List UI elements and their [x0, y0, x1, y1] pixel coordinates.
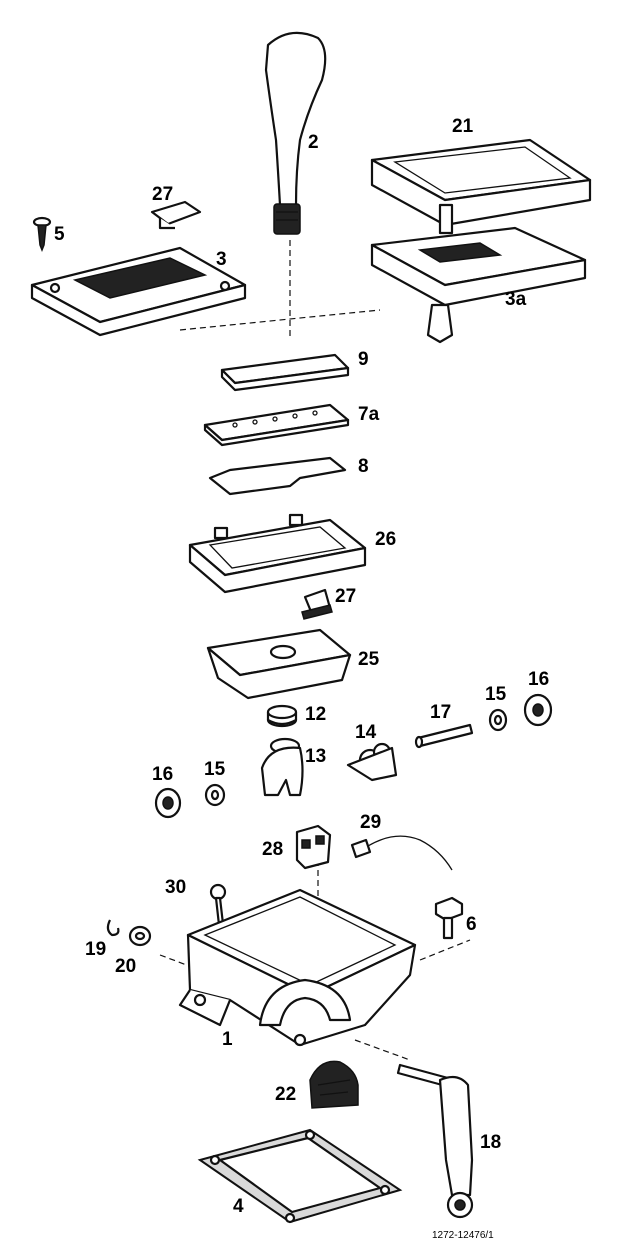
indicator-plate-7a-part: [203, 403, 350, 447]
spring-14-part: [346, 742, 398, 782]
label-15-left: 15: [204, 759, 226, 780]
label-7a: 7a: [358, 404, 380, 425]
label-14: 14: [355, 722, 377, 743]
label-1: 1: [222, 1029, 233, 1050]
gasket-frame-4-part: [197, 1128, 403, 1224]
selector-plate-3-part: [30, 246, 247, 337]
label-28: 28: [262, 839, 283, 860]
selector-plate-3a-part: [370, 226, 587, 344]
drawing-reference: 1272-12476/1: [432, 1230, 494, 1241]
cover-strip-9-part: [220, 353, 350, 392]
clip-top-part: [150, 200, 202, 230]
label-18: 18: [480, 1132, 501, 1153]
damper-16-left-part: [154, 787, 182, 819]
label-2: 2: [308, 132, 319, 153]
label-29: 29: [360, 812, 381, 833]
cable-29-part: [350, 835, 453, 871]
label-3a: 3a: [505, 289, 527, 310]
bushing-12-part: [266, 704, 298, 728]
screw-part: [32, 216, 52, 253]
label-20: 20: [115, 956, 136, 977]
label-25: 25: [358, 649, 380, 670]
label-26: 26: [375, 529, 396, 550]
label-8: 8: [358, 456, 369, 477]
lever-bracket-13-part: [260, 737, 304, 797]
frame-26-part: [188, 513, 367, 594]
bushing-15-left-part: [204, 783, 226, 807]
label-15-right: 15: [485, 684, 507, 705]
rubber-block-22-part: [309, 1060, 359, 1109]
label-3: 3: [216, 249, 227, 270]
label-16-right: 16: [528, 669, 549, 690]
circlip-19-part: [106, 919, 120, 937]
damper-16-right-part: [523, 693, 553, 727]
label-6: 6: [466, 914, 477, 935]
gear-lever-knob-part: [264, 31, 327, 235]
label-27-middle: 27: [335, 586, 356, 607]
label-9: 9: [358, 349, 369, 370]
label-30: 30: [165, 877, 186, 898]
switch-28-part: [295, 824, 332, 870]
housing-1-part: [178, 888, 417, 1047]
label-21: 21: [452, 116, 474, 137]
bolt-6-part: [434, 896, 464, 940]
pin-17-part: [414, 723, 474, 749]
washer-20-part: [128, 925, 152, 947]
label-4: 4: [233, 1196, 244, 1217]
selector-lever-18-part: [396, 1063, 474, 1219]
label-22: 22: [275, 1084, 296, 1105]
label-5: 5: [54, 224, 65, 245]
label-12: 12: [305, 704, 326, 725]
bushing-15-right-part: [488, 708, 508, 732]
label-13: 13: [305, 746, 326, 767]
gasket-8-part: [208, 456, 347, 496]
clip-middle-part: [301, 588, 333, 620]
label-17: 17: [430, 702, 451, 723]
tray-25-part: [206, 628, 352, 700]
part-labels: 2 21 27 5 3 3a 9 7a 8 26 27 25 12 14 17 …: [54, 116, 549, 1217]
label-16-left: 16: [152, 764, 173, 785]
label-19: 19: [85, 939, 106, 960]
trim-frame-part: [370, 138, 592, 235]
label-27-top: 27: [152, 184, 173, 205]
